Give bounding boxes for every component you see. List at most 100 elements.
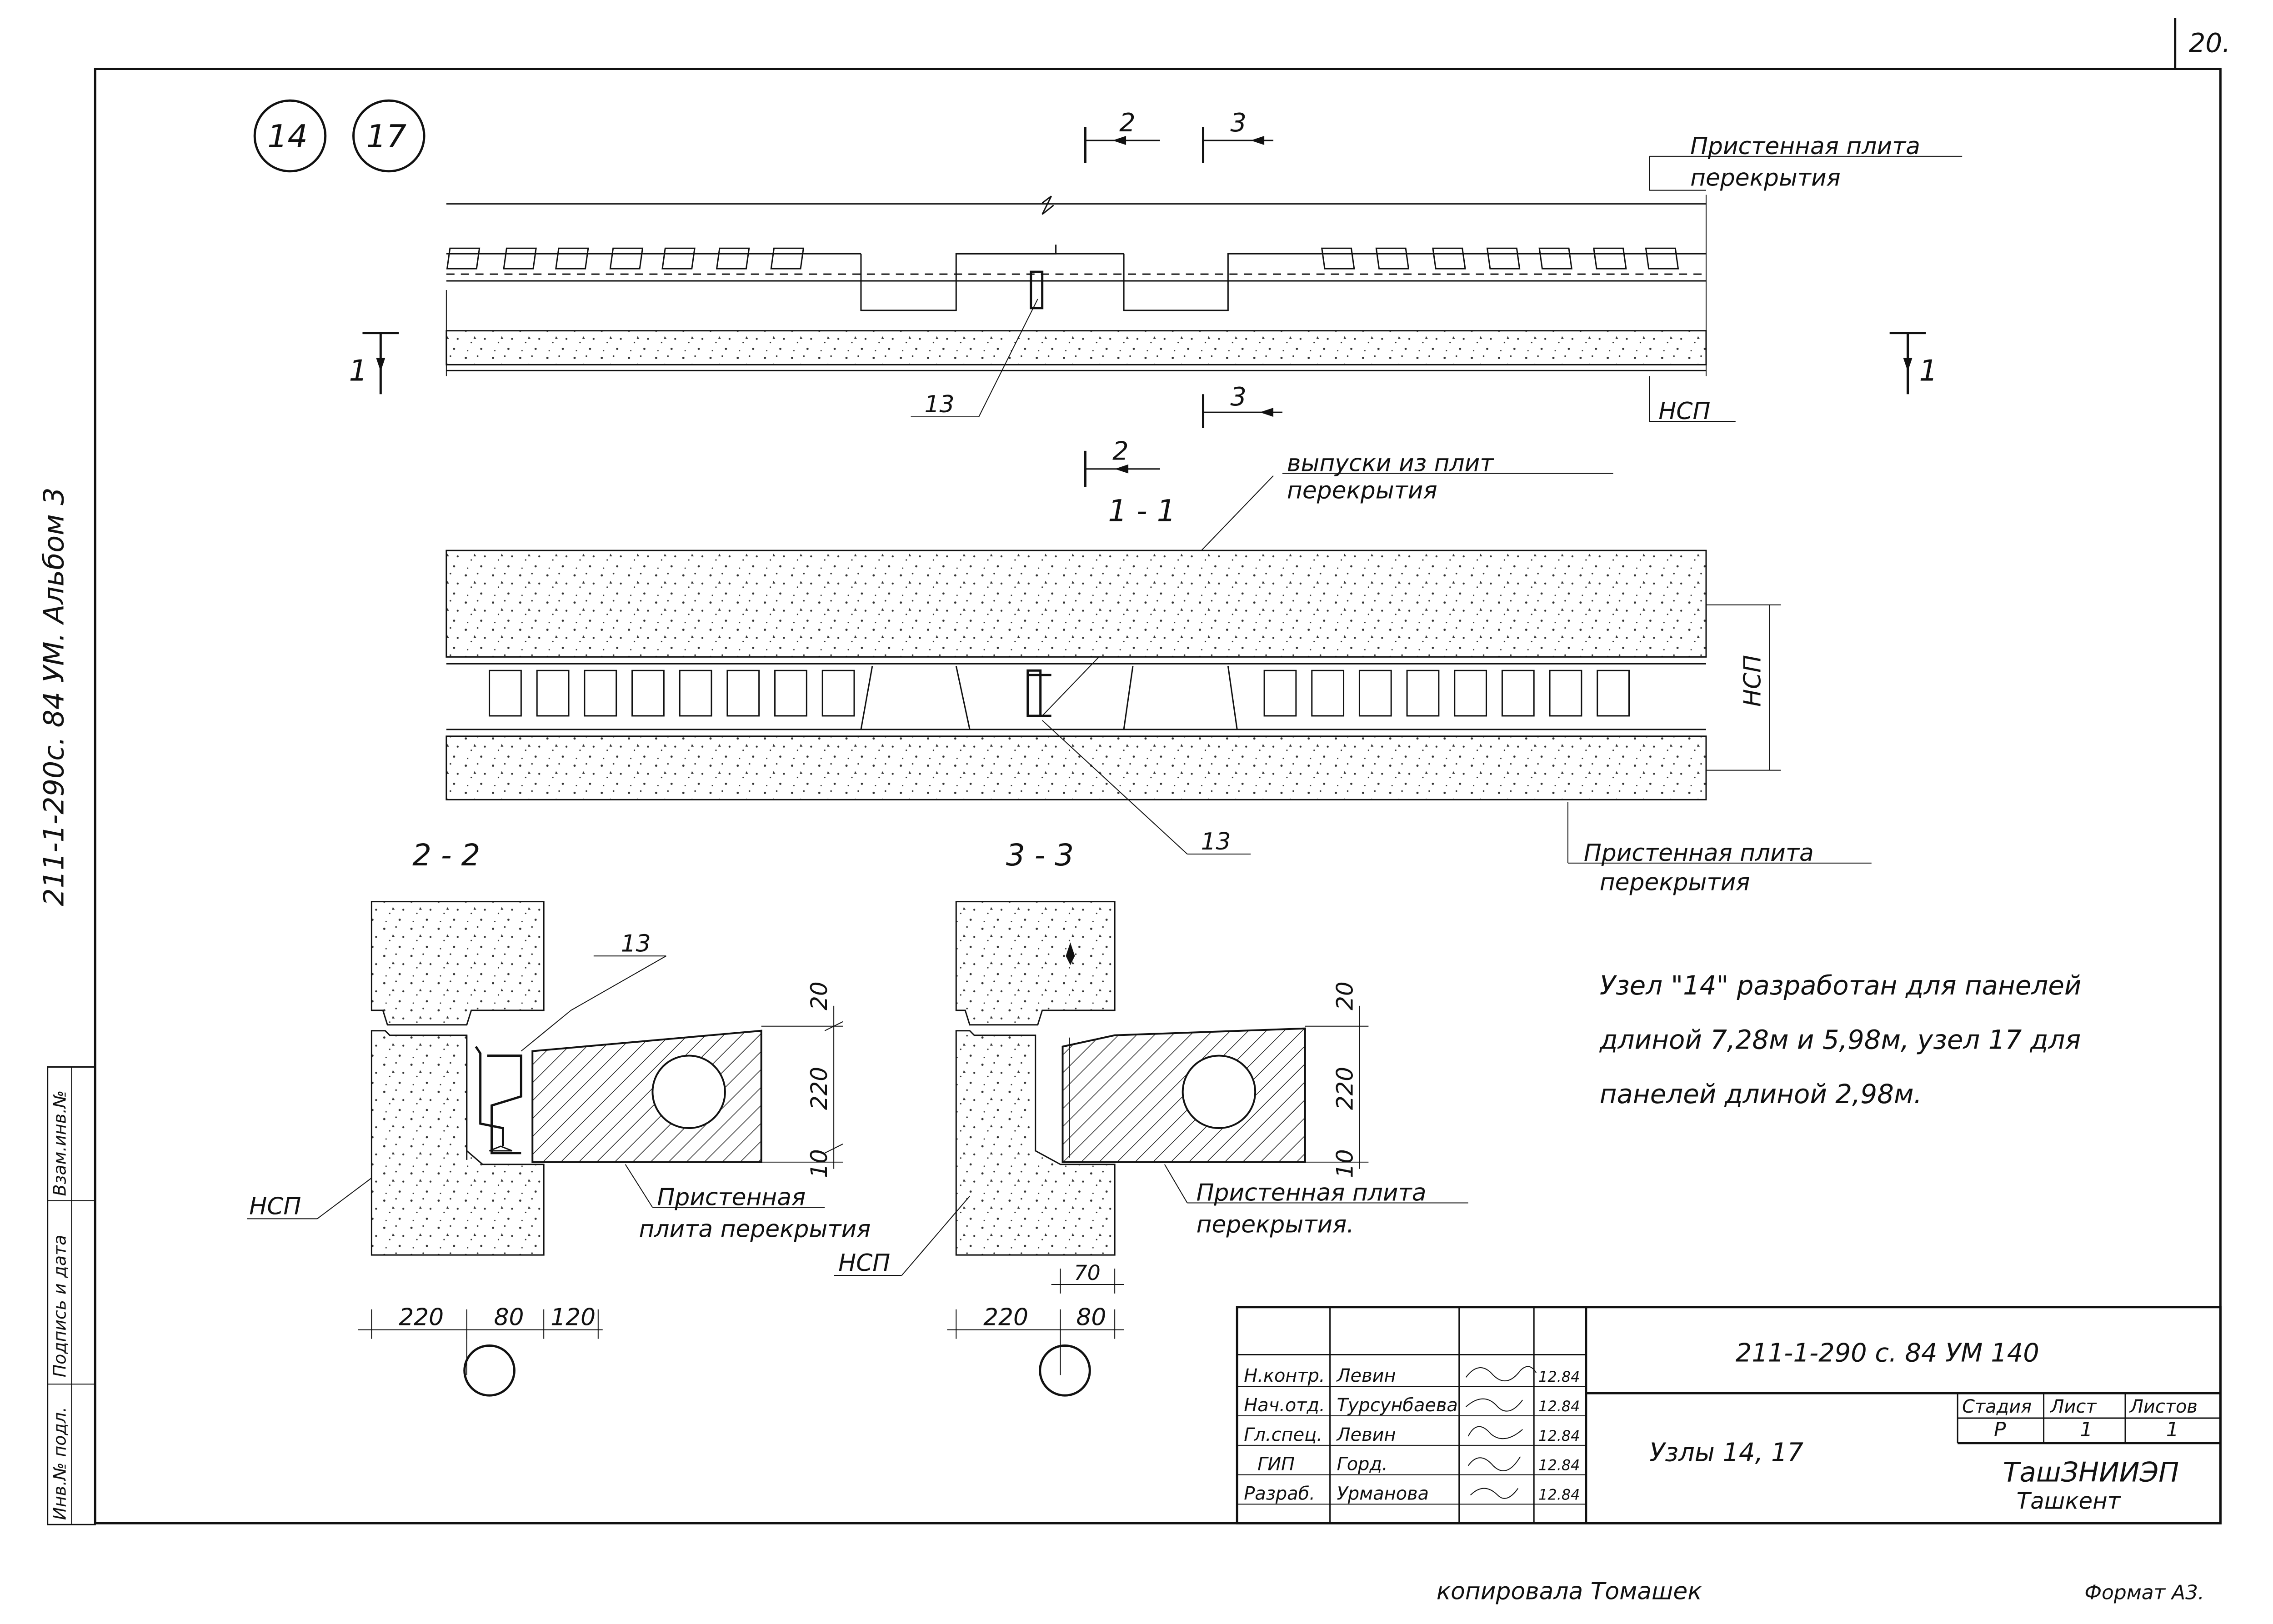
svg-text:12.84: 12.84: [1538, 1398, 1580, 1415]
svg-text:1: 1: [1919, 354, 1938, 388]
cut-marker-3-bottom: 3: [1202, 382, 1282, 428]
svg-text:Взам.инв.№: Взам.инв.№: [50, 1090, 70, 1196]
svg-text:Нач.отд.: Нач.отд.: [1244, 1395, 1325, 1416]
pos-13-top: 13: [924, 391, 954, 418]
svg-text:Инв.№ подл.: Инв.№ подл.: [50, 1407, 70, 1520]
cut-marker-1-left: 1: [349, 332, 399, 395]
svg-text:перекрытия: перекрытия: [1287, 477, 1437, 504]
svg-text:1: 1: [349, 354, 368, 388]
axis-bubble-s33: [1039, 1344, 1091, 1397]
org-name: ТашЗНИИЭП: [2003, 1457, 2179, 1489]
svg-text:Гл.спец.: Гл.спец.: [1244, 1424, 1322, 1445]
svg-text:Левин: Левин: [1336, 1424, 1396, 1445]
axis-bubble-s22: [463, 1344, 516, 1397]
callout-wall-slab-mid: Пристенная плита: [1584, 839, 1814, 867]
callout-ncp-s33: НСП: [838, 1249, 890, 1277]
section-3-3: 3 - 3 20 220 10 Пристенная плита перекры…: [834, 838, 1468, 1397]
svg-text:80: 80: [494, 1304, 524, 1331]
svg-text:плита перекрытия: плита перекрытия: [639, 1215, 871, 1243]
album-label: 211-1-290с. 84 УМ. Альбом 3: [38, 487, 70, 906]
svg-text:1: 1: [2080, 1418, 2093, 1441]
cut-marker-2-top: 2: [1084, 108, 1160, 163]
section-2-2-title: 2 - 2: [412, 838, 480, 873]
svg-text:20: 20: [806, 981, 832, 1010]
staff-row: ГИП Горд. 12.84: [1237, 1454, 1586, 1475]
cut-marker-1-right: 1: [1889, 332, 1938, 395]
svg-text:Р: Р: [1994, 1418, 2006, 1441]
svg-text:70: 70: [1074, 1260, 1100, 1285]
svg-text:120: 120: [551, 1304, 596, 1331]
node-mark-14: 14: [253, 99, 327, 173]
svg-text:перекрытия.: перекрытия.: [1197, 1211, 1354, 1238]
pos-13-s22: 13: [621, 930, 651, 957]
svg-text:панелей длиной 2,98м.: панелей длиной 2,98м.: [1600, 1079, 1922, 1109]
title-name: Узлы 14, 17: [1649, 1438, 1803, 1468]
svg-text:220: 220: [399, 1304, 444, 1331]
sheet-number: 20.: [2189, 28, 2231, 59]
svg-text:1: 1: [2166, 1418, 2179, 1441]
section-1-1: 1 - 1 выпуски из плит перекрытия: [446, 450, 1872, 896]
svg-text:Ташкент: Ташкент: [2017, 1488, 2122, 1514]
svg-text:220: 220: [1332, 1067, 1358, 1110]
svg-text:перекрытия: перекрытия: [1690, 165, 1841, 192]
section-1-1-title: 1 - 1: [1108, 493, 1176, 528]
svg-text:12.84: 12.84: [1538, 1427, 1580, 1444]
staff-row: Нач.отд. Турсунбаева 12.84: [1237, 1395, 1586, 1417]
svg-text:Лист: Лист: [2050, 1396, 2098, 1417]
node-mark-17: 17: [352, 99, 426, 173]
svg-text:Стадия: Стадия: [1962, 1396, 2032, 1417]
svg-text:Турсунбаева: Турсунбаева: [1337, 1395, 1458, 1416]
staff-row: Разраб. Урманова 12.84: [1237, 1483, 1586, 1505]
svg-text:3: 3: [1230, 382, 1247, 412]
plan-view: 1 1 2 3 3 2: [349, 108, 1963, 487]
svg-text:12.84: 12.84: [1538, 1457, 1580, 1474]
svg-text:3: 3: [1230, 108, 1247, 138]
svg-text:Н.контр.: Н.контр.: [1244, 1365, 1325, 1386]
callout-ncp-11: НСП: [1739, 655, 1767, 707]
svg-text:Листов: Листов: [2129, 1396, 2198, 1417]
svg-text:220: 220: [806, 1067, 832, 1110]
callout-s22-slab: Пристенная: [657, 1184, 806, 1211]
svg-text:длиной 7,28м и 5,98м, узел 17: длиной 7,28м и 5,98м, узел 17 для: [1599, 1024, 2081, 1055]
staff-row: Гл.спец. Левин 12.84: [1237, 1424, 1586, 1446]
drawing-frame: [94, 68, 2222, 1524]
callout-ncp-top: НСП: [1658, 398, 1710, 425]
cut-marker-3-top: 3: [1202, 108, 1274, 163]
callout-s33-slab: Пристенная плита: [1197, 1179, 1427, 1207]
svg-text:12.84: 12.84: [1538, 1486, 1580, 1503]
signatures: [1465, 1366, 1537, 1499]
pos-13-mid: 13: [1201, 828, 1231, 855]
cut-marker-2-bottom: 2: [1084, 437, 1160, 487]
svg-text:10: 10: [1332, 1149, 1358, 1178]
svg-text:Горд.: Горд.: [1337, 1454, 1388, 1475]
callout-wall-slab-top: Пристенная плита: [1690, 133, 1920, 160]
title-block: 211-1-290 с. 84 УМ 140 Узлы 14, 17 Стади…: [1236, 1306, 2222, 1524]
svg-text:Подпись и дата: Подпись и дата: [50, 1235, 70, 1378]
svg-text:перекрытия: перекрытия: [1600, 869, 1750, 896]
svg-text:20: 20: [1332, 981, 1358, 1010]
svg-text:80: 80: [1076, 1304, 1106, 1331]
note: Узел "14" разработан для панелей длиной …: [1599, 970, 2082, 1109]
svg-text:14: 14: [267, 118, 308, 155]
callout-ncp-s22: НСП: [249, 1193, 301, 1220]
svg-text:Узел "14" разработан для панел: Узел "14" разработан для панелей: [1600, 970, 2082, 1001]
svg-text:2: 2: [1112, 437, 1129, 466]
side-stamp: Инв.№ подл. Подпись и дата Взам.инв.№: [47, 1066, 96, 1525]
svg-text:2: 2: [1119, 108, 1136, 138]
svg-text:17: 17: [366, 118, 406, 155]
section-3-3-title: 3 - 3: [1006, 838, 1074, 873]
svg-text:Разраб.: Разраб.: [1244, 1483, 1315, 1504]
svg-text:Урманова: Урманова: [1337, 1483, 1429, 1504]
svg-text:220: 220: [983, 1304, 1028, 1331]
svg-text:10: 10: [806, 1149, 832, 1178]
staff-row: Н.контр. Левин 12.84: [1237, 1365, 1586, 1387]
svg-text:Левин: Левин: [1336, 1365, 1396, 1386]
callout-releases: выпуски из плит: [1287, 450, 1494, 477]
svg-text:12.84: 12.84: [1538, 1368, 1580, 1385]
title-code: 211-1-290 с. 84 УМ 140: [1736, 1338, 2039, 1368]
format-label: Формат А3.: [2084, 1581, 2204, 1604]
section-2-2: 2 - 2 13 20 220 10 Пристенная плита пере…: [247, 838, 871, 1397]
svg-text:ГИП: ГИП: [1257, 1454, 1295, 1475]
